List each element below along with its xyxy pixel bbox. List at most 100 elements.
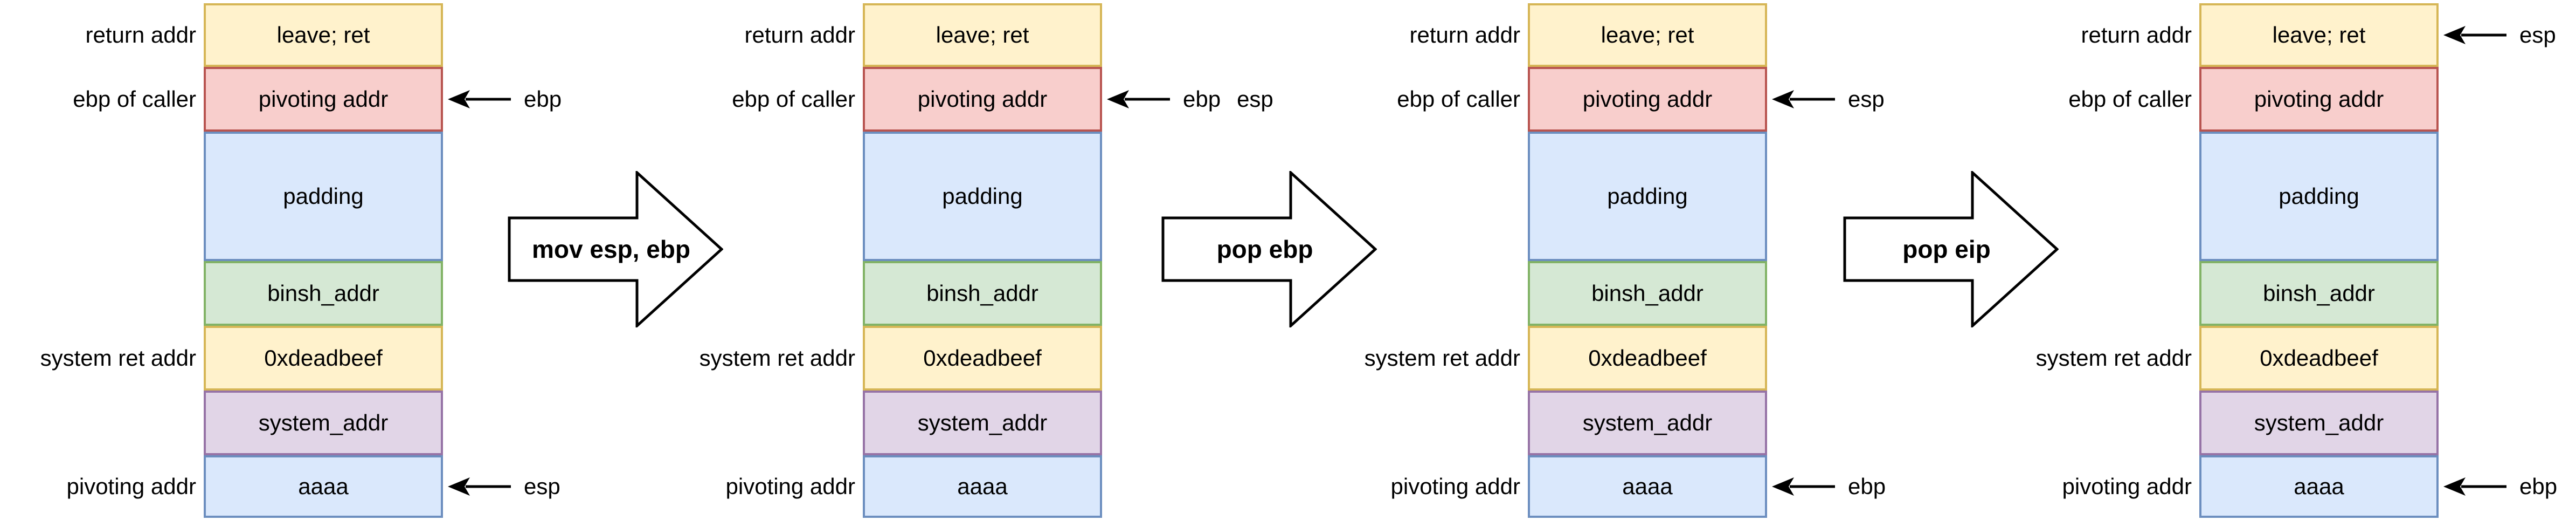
register-label: esp: [1848, 86, 1885, 112]
stack-row-1: leave; ret: [863, 3, 1102, 67]
address-label: ebp of caller: [73, 86, 196, 112]
stack-row-label: leave; ret: [936, 22, 1029, 47]
left-arrow-icon: [1107, 90, 1170, 108]
transition-arrow-label: pop eip: [1902, 235, 1991, 263]
register-label: esp: [2519, 22, 2556, 47]
address-label: system ret addr: [1364, 345, 1520, 371]
stack-row-1: leave; ret: [1528, 3, 1767, 67]
address-label: ebp of caller: [2068, 86, 2192, 112]
stack-stage-1: leave; ret pivoting addr padding binsh_addr…: [204, 3, 443, 518]
stack-row-3: padding: [2199, 132, 2439, 261]
stack-row-label: pivoting addr: [258, 86, 389, 112]
stack-row-label: 0xdeadbeef: [2260, 345, 2378, 371]
stack-row-label: binsh_addr: [926, 280, 1038, 306]
stack-row-7: aaaa: [204, 455, 443, 518]
stack-stage-2: leave; ret pivoting addr padding binsh_addr…: [863, 3, 1102, 518]
address-label: pivoting addr: [1390, 474, 1521, 499]
register-pointer: esp: [1771, 86, 1885, 112]
address-label: return addr: [1409, 22, 1520, 47]
stack-row-label: binsh_addr: [2263, 280, 2375, 306]
stack-row-label: padding: [942, 183, 1023, 209]
stack-row-7: aaaa: [1528, 455, 1767, 518]
stack-row-label: aaaa: [1622, 474, 1673, 499]
address-label: system ret addr: [2035, 345, 2192, 371]
address-label: ebp of caller: [732, 86, 855, 112]
stack-stage-4: leave; ret pivoting addr padding binsh_addr…: [2199, 3, 2439, 518]
left-arrow-icon: [1772, 90, 1835, 108]
left-arrow-icon: [1772, 477, 1835, 496]
stack-row-3: padding: [204, 132, 443, 261]
stack-row-label: padding: [283, 183, 364, 209]
stack-row-7: aaaa: [2199, 455, 2439, 518]
stack-row-2: pivoting addr: [1528, 67, 1767, 132]
stack-row-label: aaaa: [2294, 474, 2344, 499]
stack-row-label: pivoting addr: [917, 86, 1048, 112]
stack-row-4: binsh_addr: [2199, 261, 2439, 326]
register-pointer: ebp: [1771, 474, 1886, 499]
register-pointer: esp: [447, 474, 560, 499]
left-arrow-icon: [448, 90, 511, 108]
stack-row-label: leave; ret: [2272, 22, 2366, 47]
register-pointer: ebp: [2443, 475, 2557, 498]
address-label: return addr: [2081, 22, 2192, 47]
left-arrow-icon: [2443, 477, 2506, 496]
transition-arrow-label: mov esp, ebp: [532, 235, 690, 263]
register-pointer: esp: [2443, 24, 2556, 46]
stack-row-4: binsh_addr: [863, 261, 1102, 326]
stack-row-label: system_addr: [1582, 410, 1713, 435]
stack-row-4: binsh_addr: [204, 261, 443, 326]
address-label: return addr: [85, 22, 196, 47]
stack-row-label: pivoting addr: [1582, 86, 1713, 112]
address-label: pivoting addr: [2062, 474, 2192, 499]
stack-row-label: pivoting addr: [2254, 86, 2384, 112]
stack-row-label: 0xdeadbeef: [923, 345, 1042, 371]
stack-row-5: 0xdeadbeef: [204, 326, 443, 391]
left-arrow-icon: [2443, 26, 2506, 44]
transition-arrow: mov esp, ebp: [508, 171, 723, 327]
block-arrow-icon: [1843, 171, 2059, 327]
stack-row-6: system_addr: [863, 391, 1102, 455]
stack-row-6: system_addr: [1528, 391, 1767, 455]
stack-row-1: leave; ret: [2199, 3, 2439, 67]
stack-row-6: system_addr: [204, 391, 443, 455]
stack-stage-3: leave; ret pivoting addr padding binsh_addr…: [1528, 3, 1767, 518]
stack-row-label: system_addr: [258, 410, 389, 435]
transition-arrow: pop ebp: [1161, 171, 1377, 327]
left-arrow-icon: [448, 477, 511, 496]
stack-row-2: pivoting addr: [863, 67, 1102, 132]
register-label: esp: [524, 474, 560, 499]
address-label: return addr: [744, 22, 855, 47]
register-label: ebp: [524, 86, 562, 112]
stack-row-4: binsh_addr: [1528, 261, 1767, 326]
stack-row-label: binsh_addr: [1591, 280, 1704, 306]
stack-row-label: 0xdeadbeef: [1588, 345, 1707, 371]
stack-row-3: padding: [1528, 132, 1767, 261]
stack-row-5: 0xdeadbeef: [2199, 326, 2439, 391]
address-label: pivoting addr: [725, 474, 856, 499]
register-label: ebp: [1848, 474, 1886, 499]
address-label: pivoting addr: [66, 474, 197, 499]
stack-row-label: leave; ret: [276, 22, 370, 47]
stack-row-label: leave; ret: [1601, 22, 1694, 47]
stack-row-label: padding: [1607, 183, 1688, 209]
register-label: esp: [1237, 86, 1273, 112]
transition-arrow-label: pop ebp: [1216, 235, 1313, 263]
stack-row-label: 0xdeadbeef: [264, 345, 383, 371]
address-label: system ret addr: [699, 345, 855, 371]
register-pointer: ebp: [447, 86, 562, 112]
address-label: system ret addr: [40, 345, 196, 371]
register-label: ebp: [1183, 86, 1221, 112]
stack-row-1: leave; ret: [204, 3, 443, 67]
block-arrow-icon: [508, 171, 723, 327]
stack-row-label: binsh_addr: [267, 280, 379, 306]
stack-row-5: 0xdeadbeef: [863, 326, 1102, 391]
stack-row-5: 0xdeadbeef: [1528, 326, 1767, 391]
stack-row-2: pivoting addr: [2199, 67, 2439, 132]
stack-row-label: aaaa: [298, 474, 349, 499]
stack-row-label: aaaa: [957, 474, 1008, 499]
stack-row-7: aaaa: [863, 455, 1102, 518]
stack-row-6: system_addr: [2199, 391, 2439, 455]
stack-row-3: padding: [863, 132, 1102, 261]
